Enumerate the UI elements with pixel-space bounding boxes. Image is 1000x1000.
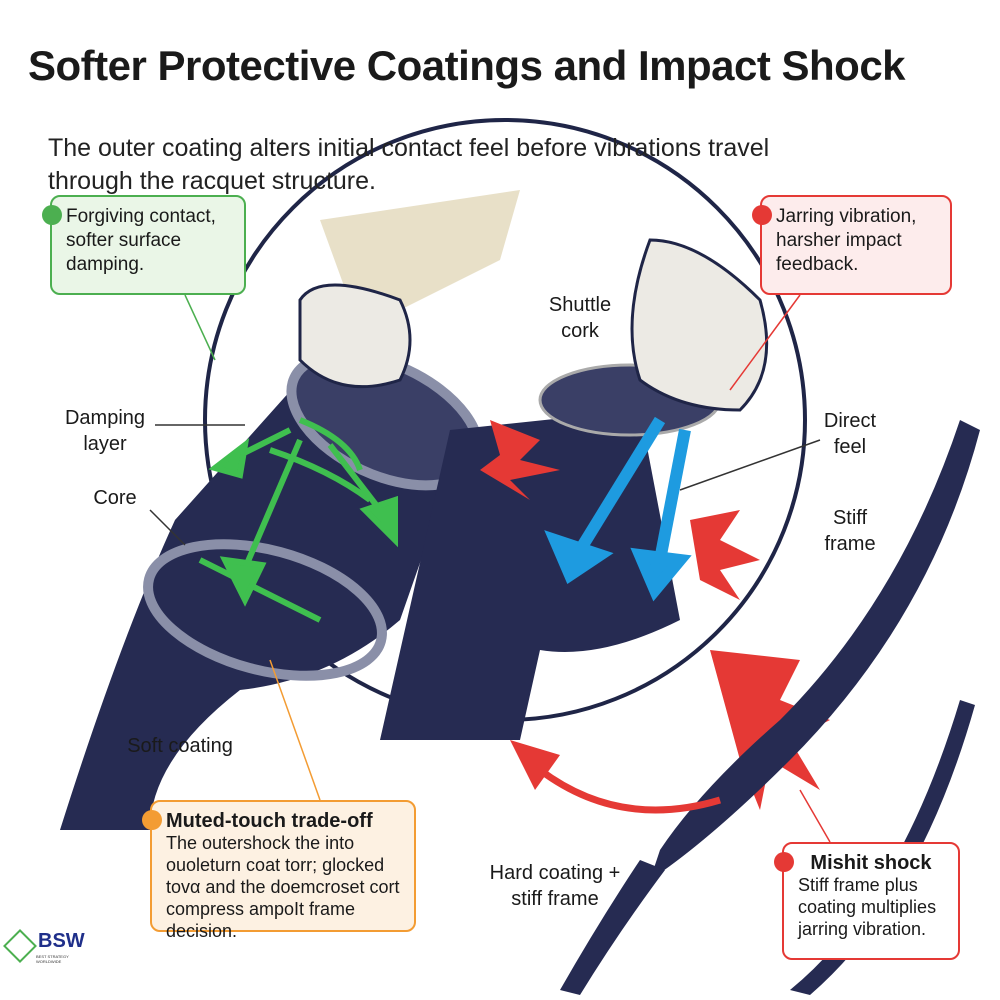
muted-touch-callout: Muted-touch trade-off The outershock the…	[142, 800, 416, 941]
red-dot-icon	[752, 205, 772, 225]
blue-direct-arrows	[544, 416, 692, 602]
subtitle: The outer coating alters initial contact…	[48, 134, 770, 195]
label-direct-feel: Direct feel	[823, 410, 877, 458]
callout-text: The outershock the into ouoleturn coat t…	[166, 833, 400, 941]
orange-dot-icon	[142, 810, 162, 830]
hard-coated-shaft	[380, 410, 680, 740]
stiff-frame	[650, 420, 980, 880]
callout-text: Stiff frame plus coating multiplies jarr…	[798, 875, 937, 939]
label-hard-coating: Hard coating + stiff frame	[489, 862, 621, 910]
page-title: Softer Protective Coatings and Impact Sh…	[28, 42, 906, 89]
forgiving-contact-callout: Forgiving contact, softer surface dampin…	[42, 195, 246, 295]
label-stiff-frame: Stiff frame	[824, 507, 876, 555]
label-soft-coating: Soft coating	[127, 735, 233, 757]
bsw-logo: BSW BEST STRATEGY WORLDWIDE	[3, 929, 93, 970]
logo-diamond-icon	[3, 929, 37, 963]
callout-text: Forgiving contact, softer surface dampin…	[66, 206, 216, 275]
shuttle-cork-left	[298, 283, 412, 389]
logo-text: BSW	[38, 930, 85, 952]
callout-heading: Mishit shock	[810, 852, 932, 874]
jarring-vibration-callout: Jarring vibration, harsher impact feedba…	[752, 195, 952, 295]
green-dot-icon	[42, 205, 62, 225]
label-core: Core	[93, 487, 137, 509]
shock-arrow	[537, 767, 722, 814]
logo-tagline: BEST STRATEGY WORLDWIDE	[36, 954, 69, 964]
label-shuttle-cork: Shuttle cork	[548, 294, 612, 342]
callout-text: Jarring vibration, harsher impact feedba…	[776, 206, 917, 275]
mishit-shock-callout: Mishit shock Stiff frame plus coating mu…	[774, 842, 960, 960]
green-damping-arrows	[198, 417, 398, 623]
label-damping-layer: Damping layer	[64, 407, 146, 455]
callout-heading: Muted-touch trade-off	[166, 810, 373, 832]
shuttle-cork-right	[630, 238, 769, 412]
red-dot-icon	[774, 852, 794, 872]
